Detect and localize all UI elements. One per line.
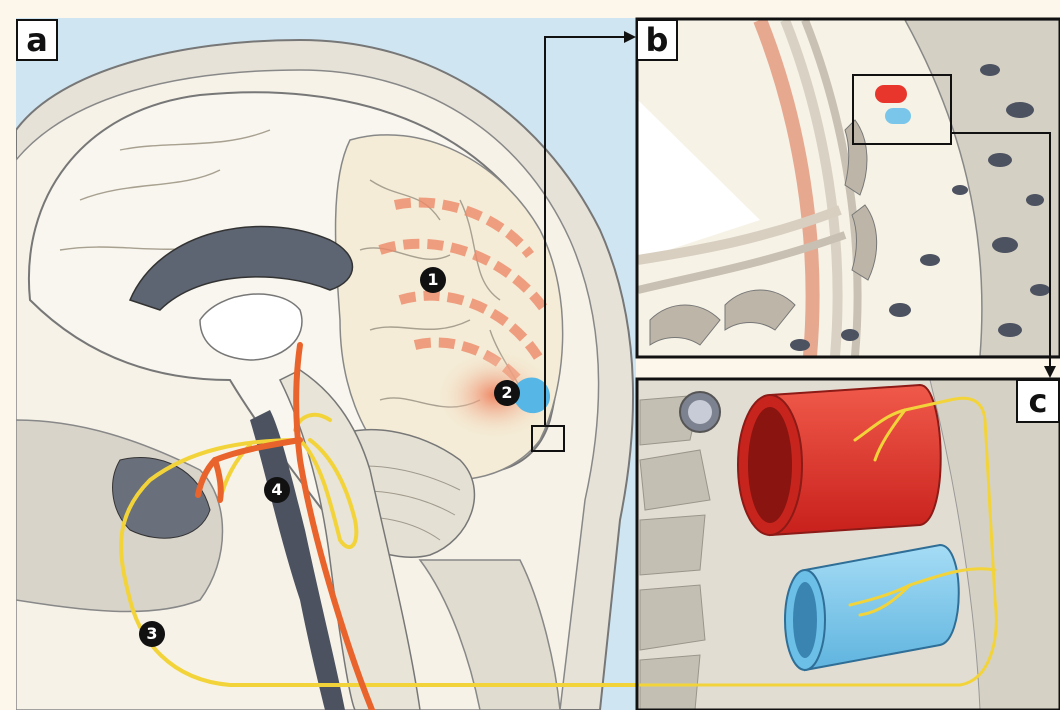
marker-4: 4 — [264, 477, 290, 503]
marker-3: 3 — [139, 621, 165, 647]
small-vessel-lumen — [688, 400, 712, 424]
vein-lumen — [793, 582, 817, 658]
panel-b-illustration — [638, 20, 1060, 356]
marker-2: 2 — [494, 380, 520, 406]
panel-label-b: b — [636, 19, 678, 61]
panel-label-a: a — [16, 19, 58, 61]
small-vein — [885, 108, 911, 124]
marker-1: 1 — [420, 267, 446, 293]
small-artery — [875, 85, 907, 103]
panel-a-illustration — [16, 18, 636, 710]
artery-lumen — [748, 407, 792, 523]
panel-label-c: c — [1016, 379, 1060, 423]
arrow-head-c — [1044, 366, 1056, 378]
panel-c-illustration — [636, 380, 1060, 710]
